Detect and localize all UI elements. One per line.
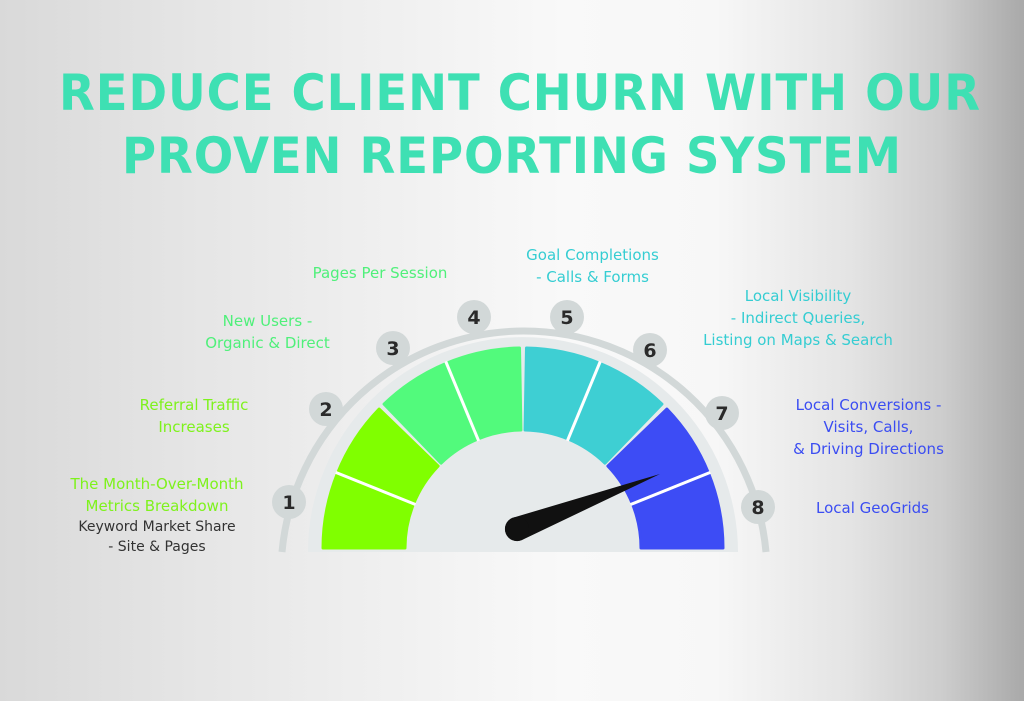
label-step-3-line2: Organic & Direct bbox=[205, 334, 330, 352]
gauge-number-4: 4 bbox=[457, 300, 491, 334]
label-step-7-line2: Visits, Calls, bbox=[823, 418, 914, 436]
label-step-4-line1: Pages Per Session bbox=[312, 264, 448, 282]
label-step-1-line1: The Month-Over-Month bbox=[70, 475, 244, 493]
label-step-5-line1: Goal Completions bbox=[526, 246, 659, 264]
label-step-2-line2: Increases bbox=[158, 418, 230, 436]
gauge-number-2: 2 bbox=[309, 392, 343, 426]
gauge-number-8: 8 bbox=[741, 490, 775, 524]
gauge-segment-divider bbox=[629, 470, 711, 506]
gauge-segment-divider bbox=[566, 360, 602, 442]
svg-text:2: 2 bbox=[319, 399, 332, 421]
label-step-5: Goal Completions - Calls & Forms bbox=[495, 244, 690, 288]
label-step-7: Local Conversions - Visits, Calls, & Dri… bbox=[766, 394, 971, 460]
svg-text:8: 8 bbox=[751, 497, 764, 519]
label-step-1-sub1: Keyword Market Share bbox=[78, 519, 236, 535]
label-step-3-line1: New Users - bbox=[222, 312, 313, 330]
gauge-number-3: 3 bbox=[376, 331, 410, 365]
gauge-needle bbox=[504, 474, 660, 542]
label-step-1: The Month-Over-Month Metrics Breakdown K… bbox=[36, 473, 278, 557]
gauge-number-1: 1 bbox=[272, 485, 306, 519]
svg-text:5: 5 bbox=[560, 307, 573, 329]
headline-line-2: PROVEN REPORTING SYSTEM bbox=[121, 127, 903, 185]
gauge-segment-group-2 bbox=[382, 346, 523, 465]
label-step-1-line2: Metrics Breakdown bbox=[85, 497, 229, 515]
gauge-segment-divider bbox=[444, 360, 480, 442]
label-step-4: Pages Per Session bbox=[285, 262, 475, 284]
gauge-number-6: 6 bbox=[633, 333, 667, 367]
label-step-8: Local GeoGrids bbox=[790, 497, 955, 519]
gauge-number-7: 7 bbox=[705, 396, 739, 430]
gauge-segment-group-1 bbox=[321, 407, 440, 550]
gauge-number-5: 5 bbox=[550, 300, 584, 334]
svg-text:6: 6 bbox=[643, 340, 656, 362]
svg-text:7: 7 bbox=[715, 403, 728, 425]
label-step-2-line1: Referral Traffic bbox=[139, 396, 249, 414]
gauge-segments bbox=[321, 346, 725, 550]
label-step-6-line1: Local Visibility bbox=[744, 287, 852, 305]
label-step-2: Referral Traffic Increases bbox=[104, 394, 284, 438]
label-step-6: Local Visibility - Indirect Queries, Lis… bbox=[668, 285, 928, 351]
svg-text:4: 4 bbox=[467, 307, 480, 329]
label-step-8-line1: Local GeoGrids bbox=[816, 499, 929, 517]
label-step-7-line1: Local Conversions - bbox=[795, 396, 942, 414]
gauge-segment-group-3 bbox=[523, 346, 664, 465]
svg-text:3: 3 bbox=[386, 338, 399, 360]
label-step-1-sub2: - Site & Pages bbox=[108, 539, 206, 555]
label-step-5-line2: - Calls & Forms bbox=[536, 268, 649, 286]
label-step-3: New Users - Organic & Direct bbox=[180, 310, 355, 354]
gauge-segment-divider bbox=[335, 470, 417, 506]
label-step-7-line3: & Driving Directions bbox=[793, 440, 944, 458]
gauge-track bbox=[278, 327, 770, 553]
svg-text:1: 1 bbox=[282, 492, 295, 514]
label-step-6-line2: - Indirect Queries, bbox=[730, 309, 866, 327]
headline-line-1: REDUCE CLIENT CHURN WITH OUR bbox=[59, 64, 981, 122]
label-step-6-line3: Listing on Maps & Search bbox=[703, 331, 893, 349]
